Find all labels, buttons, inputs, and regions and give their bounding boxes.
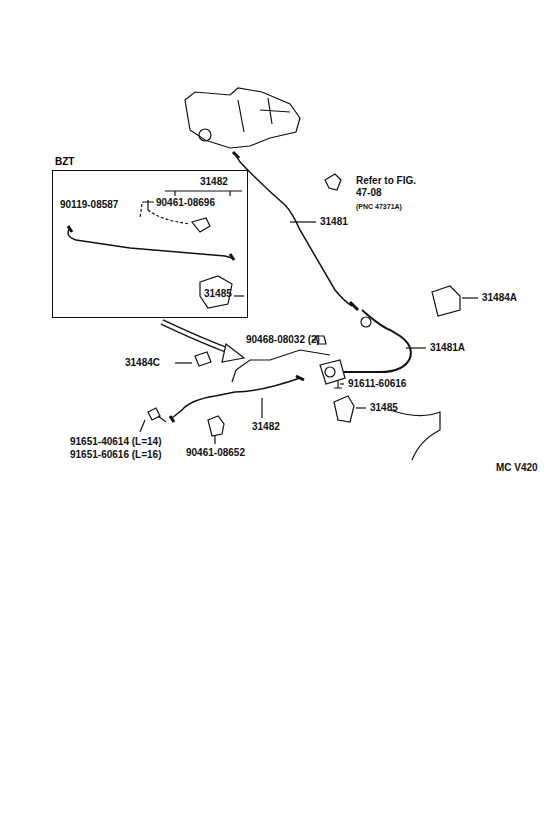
callout-number: Refer to FIG. 47-08 <box>356 175 418 199</box>
callout-number: 31484A <box>482 292 517 304</box>
callout-number: 31481 <box>320 216 348 228</box>
callout-number: 31485 <box>370 402 398 414</box>
callout-number: 90468-08032 (2) <box>246 334 320 346</box>
callout-number: 91611-60616 <box>348 378 406 390</box>
callout-number: 31481A <box>430 342 465 354</box>
callout-number: MC V420 <box>496 462 538 474</box>
callout-number: 31484C <box>125 357 160 369</box>
callout-number: 31482 <box>252 421 280 433</box>
callout-number: 90119-08587 <box>60 199 118 211</box>
callout-number: 90461-08652 <box>186 447 245 459</box>
callout-number: (PNC 47371A) <box>356 203 402 211</box>
inset-heading: BZT <box>55 156 74 167</box>
callout-number: 91651-40614 (L=14) <box>70 436 161 448</box>
callout-number: 90461-08696 <box>156 197 215 209</box>
callout-number: 31485 <box>204 288 232 300</box>
callout-number: 91651-60616 (L=16) <box>70 449 161 461</box>
callout-number: 31482 <box>200 176 228 188</box>
